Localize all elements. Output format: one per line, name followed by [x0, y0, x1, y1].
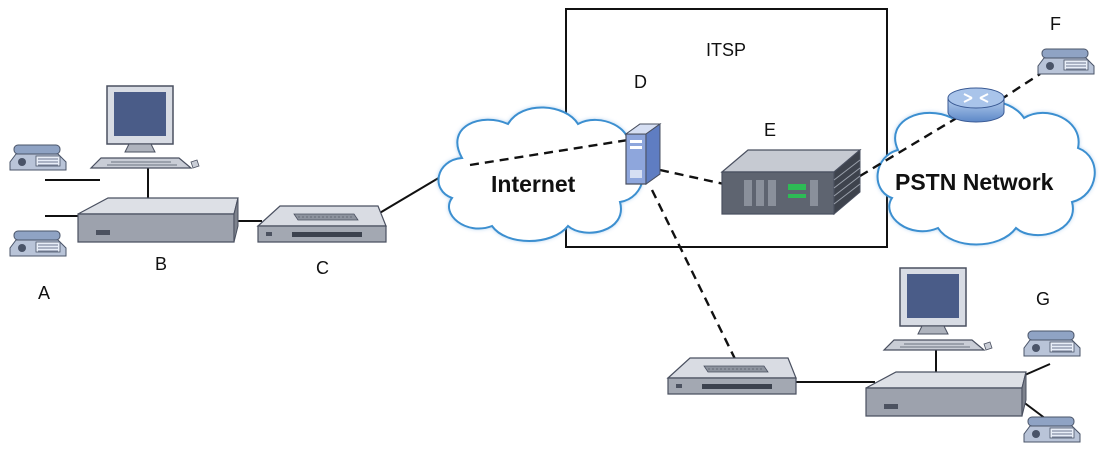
pstn-cloud: PSTN Network	[876, 99, 1096, 246]
pstn-cloud-label: PSTN Network	[895, 169, 1054, 195]
label-c: C	[316, 258, 329, 278]
label-itsp: ITSP	[706, 40, 746, 60]
modem-icon	[667, 357, 797, 395]
label-f: F	[1050, 14, 1061, 34]
phone-icon	[9, 230, 67, 257]
computer-icon	[90, 85, 200, 169]
switch-icon	[77, 197, 239, 243]
modem-icon	[257, 205, 387, 243]
phone-icon	[1023, 330, 1081, 357]
phone-icon	[9, 144, 67, 171]
label-b: B	[155, 254, 167, 274]
router-icon	[947, 87, 1005, 123]
label-g: G	[1036, 289, 1050, 309]
server-icon	[624, 123, 662, 185]
label-d: D	[634, 72, 647, 92]
internet-cloud-label: Internet	[491, 171, 576, 197]
internet-cloud: Internet	[437, 106, 645, 242]
label-a: A	[38, 283, 50, 303]
switch-icon	[865, 371, 1027, 417]
phone-icon	[1023, 416, 1081, 443]
dashed-links	[469, 72, 1041, 366]
label-e: E	[764, 120, 776, 140]
gateway-rack-icon	[720, 148, 862, 216]
phone-icon	[1037, 48, 1095, 75]
computer-icon	[883, 267, 993, 351]
